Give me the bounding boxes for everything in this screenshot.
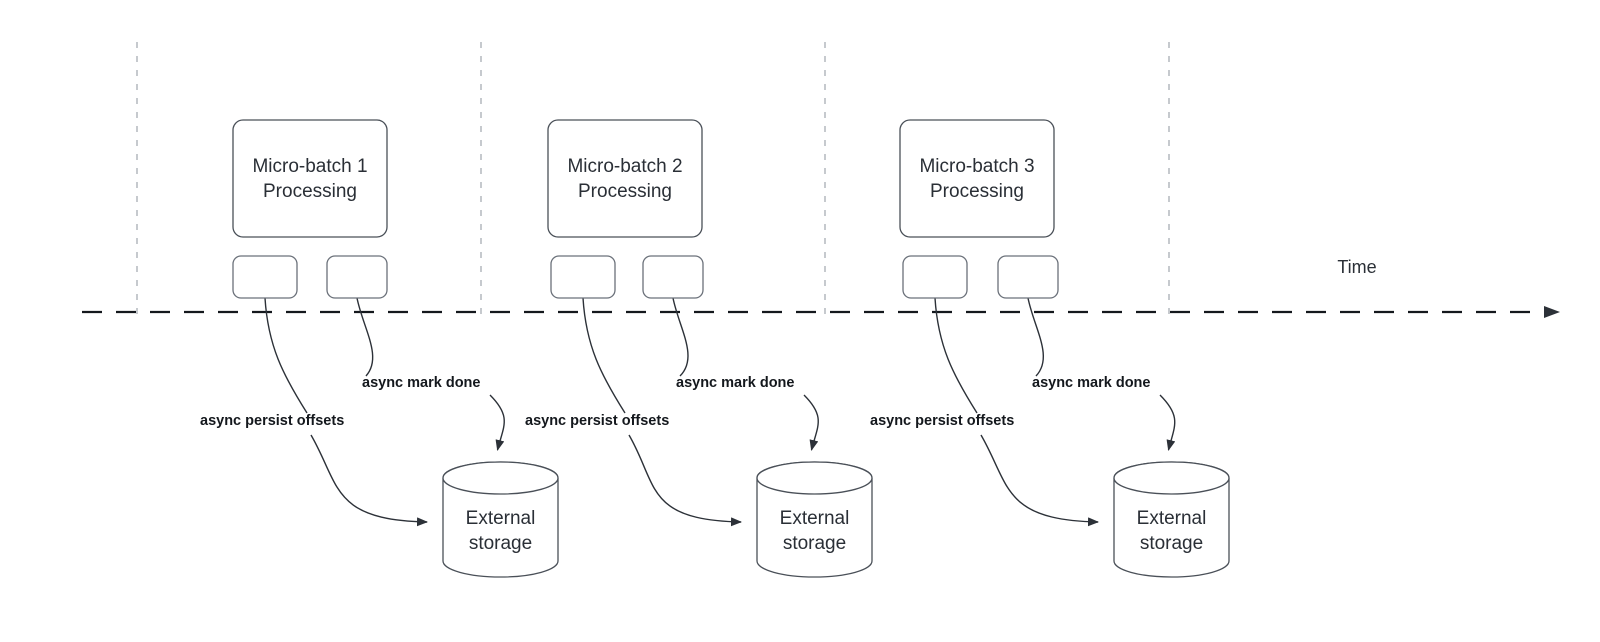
- timeline-axis-group: [82, 306, 1560, 318]
- tick-box-1-1[interactable]: [232, 255, 298, 299]
- microbatch-label-line1-1: Micro-batch 1: [252, 156, 367, 177]
- time-axis-label: Time: [1337, 257, 1376, 277]
- microbatch-box-1[interactable]: [232, 119, 388, 238]
- tick-box-2-2[interactable]: [642, 255, 704, 299]
- storage-label-line2-3: storage: [1140, 533, 1203, 554]
- mark-done-arrow-lower-1: [489, 394, 505, 451]
- tick-box-3-2[interactable]: [997, 255, 1059, 299]
- edge-label-mark-done-3: async mark done: [1032, 375, 1150, 391]
- persist-offsets-arrow-lower-1: [310, 434, 428, 527]
- microbatch-box-2[interactable]: [547, 119, 703, 238]
- cylinder-top-ellipse-1: [442, 461, 559, 495]
- mark-done-arrow-upper-3: [1027, 297, 1045, 377]
- mark-done-arrow-lower-2: [803, 394, 819, 451]
- microbatch-box-3[interactable]: [899, 119, 1055, 238]
- persist-offsets-arrow-lower-3: [980, 434, 1099, 527]
- microbatch-label-line2-2: Processing: [578, 181, 672, 202]
- edge-label-persist-offsets-3: async persist offsets: [870, 413, 1014, 429]
- mark-done-arrow-lower-3: [1159, 394, 1176, 451]
- storage-label-line1-1: External: [466, 508, 536, 529]
- persist-offsets-arrow-upper-1: [264, 297, 308, 414]
- storage-label-line1-2: External: [780, 508, 850, 529]
- flow-arrows-group: [264, 297, 1176, 527]
- tick-box-3-1[interactable]: [902, 255, 968, 299]
- microbatch-label-line2-3: Processing: [930, 181, 1024, 202]
- mark-done-arrow-upper-2: [672, 297, 689, 377]
- edge-label-persist-offsets-1: async persist offsets: [200, 413, 344, 429]
- divider-lines-group: [136, 42, 1170, 315]
- cylinder-top-ellipse-2: [756, 461, 873, 495]
- edge-label-persist-offsets-2: async persist offsets: [525, 413, 669, 429]
- edge-label-mark-done-1: async mark done: [362, 375, 480, 391]
- microbatch-label-line1-2: Micro-batch 2: [567, 156, 682, 177]
- persist-offsets-arrow-lower-2: [628, 434, 742, 527]
- mark-done-arrow-upper-1: [356, 297, 374, 377]
- nodes-group: [232, 119, 1230, 578]
- storage-label-line1-3: External: [1137, 508, 1207, 529]
- storage-label-line2-2: storage: [783, 533, 846, 554]
- edge-label-mark-done-2: async mark done: [676, 375, 794, 391]
- persist-offsets-arrow-upper-3: [934, 297, 978, 414]
- tick-box-2-1[interactable]: [550, 255, 616, 299]
- microbatch-label-line2-1: Processing: [263, 181, 357, 202]
- persist-offsets-arrow-upper-2: [582, 297, 626, 414]
- timeline-arrowhead-icon: [1544, 306, 1560, 318]
- tick-box-1-2[interactable]: [326, 255, 388, 299]
- storage-label-line2-1: storage: [469, 533, 532, 554]
- cylinder-top-ellipse-3: [1113, 461, 1230, 495]
- microbatch-label-line1-3: Micro-batch 3: [919, 156, 1034, 177]
